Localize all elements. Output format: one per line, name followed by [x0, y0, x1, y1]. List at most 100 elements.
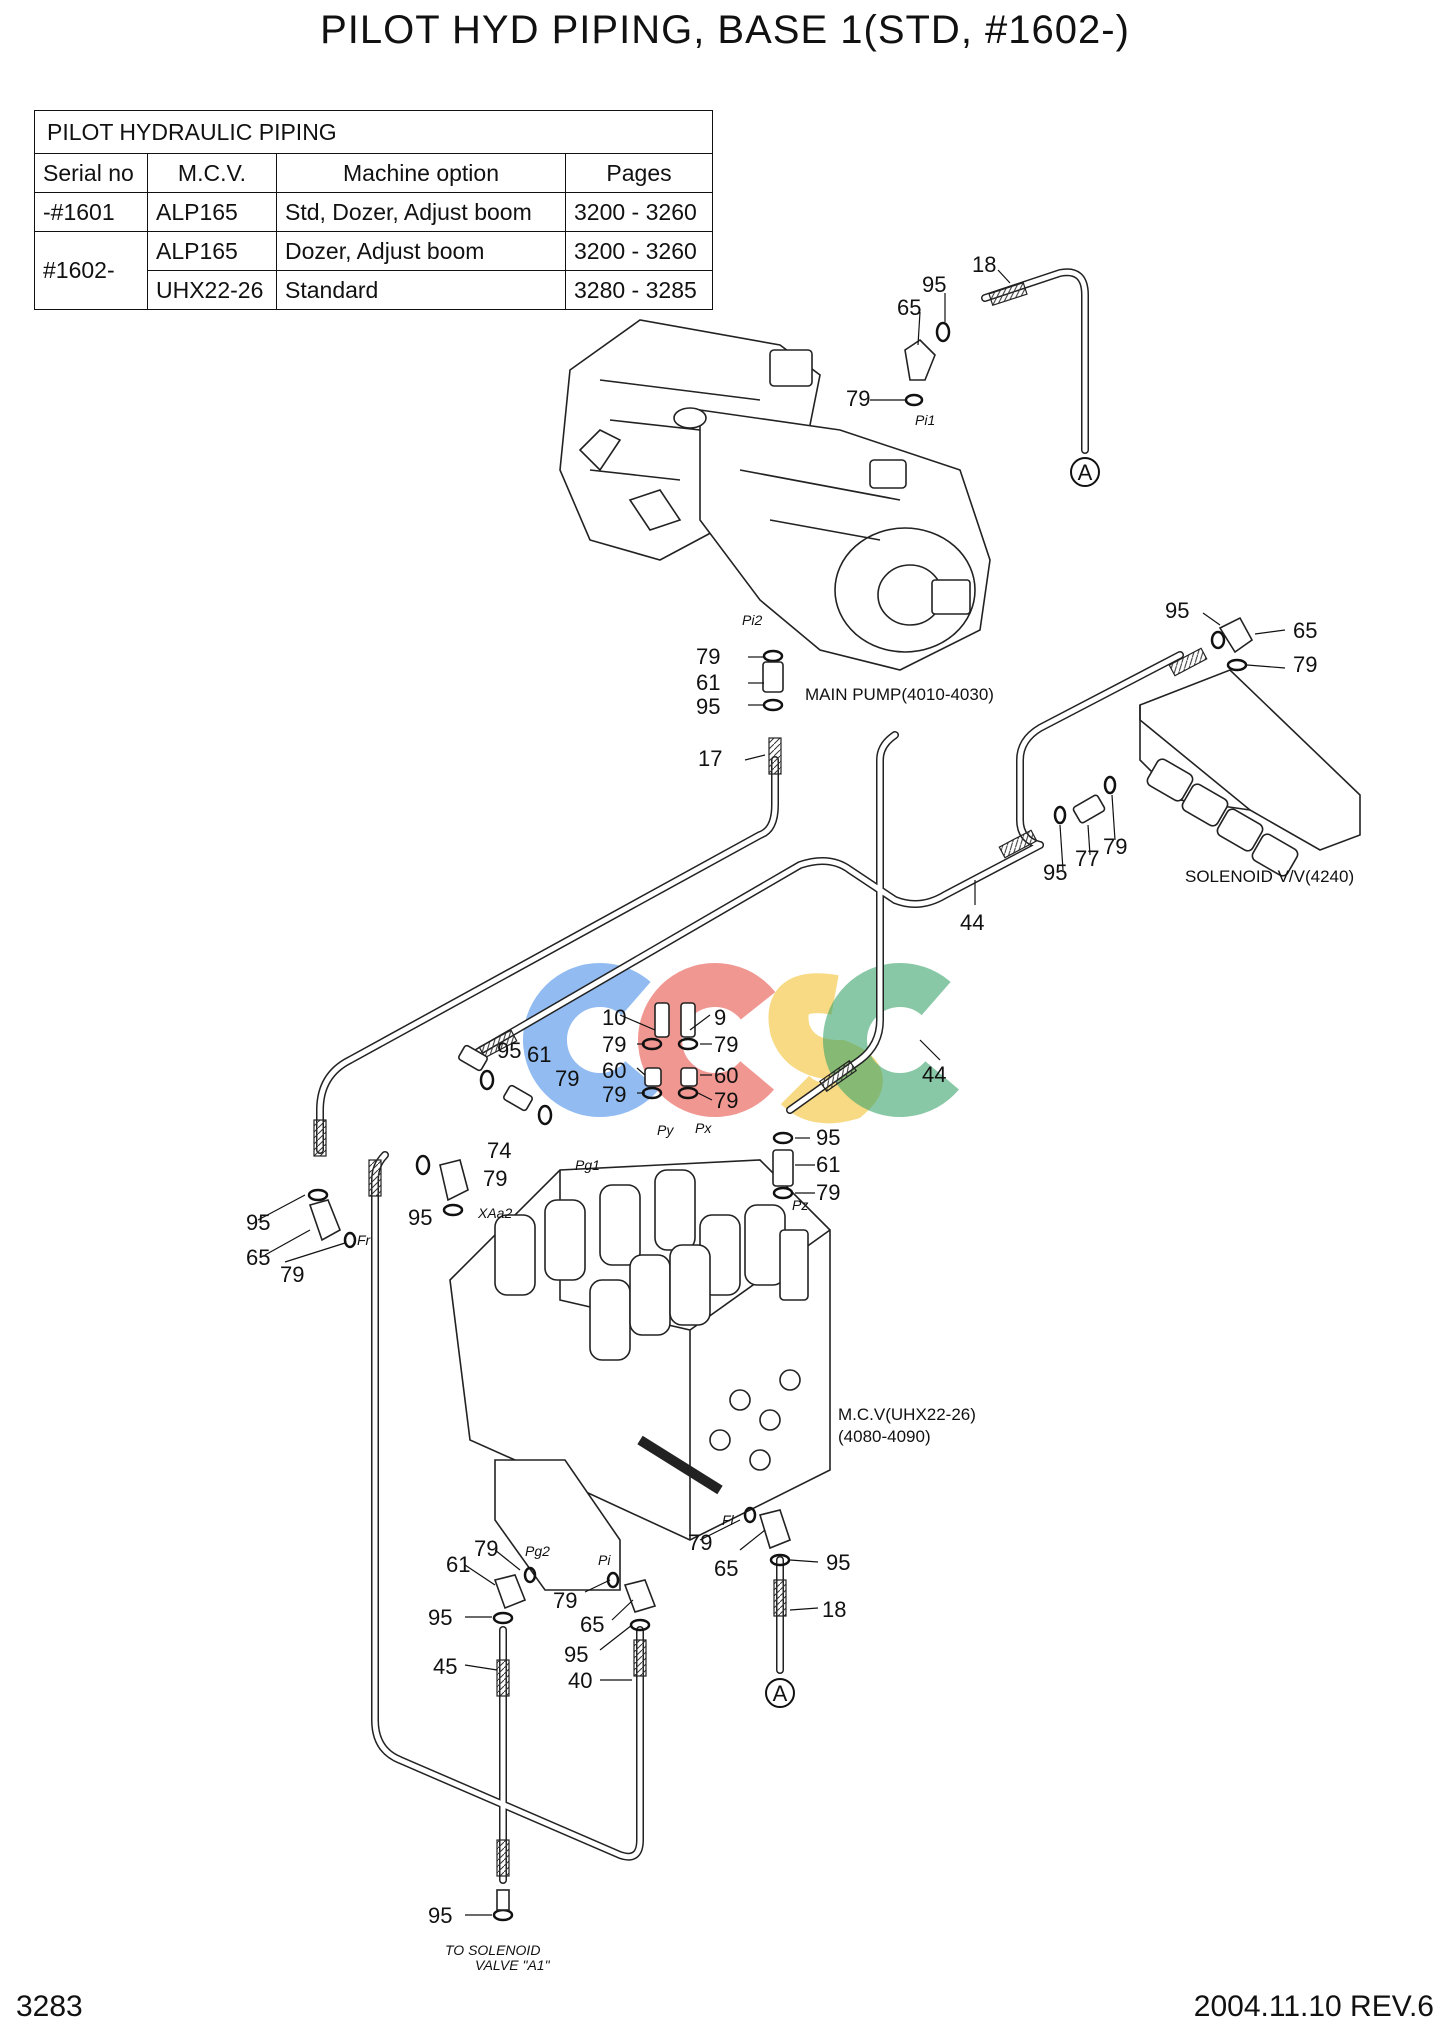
part-label: 95 [564, 1642, 588, 1667]
cell-mcv: ALP165 [147, 192, 277, 232]
part-label: 17 [698, 746, 722, 771]
part-label: 65 [897, 295, 921, 320]
part-label: 60 [714, 1063, 738, 1088]
part-label: 79 [555, 1066, 579, 1091]
page-number: 3283 [16, 1990, 83, 2023]
part-labels: 18 95 65 79 79 61 95 17 95 65 79 95 77 7… [246, 252, 1317, 1928]
part-label: 44 [922, 1062, 946, 1087]
to-solenoid-label: VALVE "A1" [475, 1957, 551, 1973]
port-py: Py [657, 1122, 674, 1138]
main-pump-label: MAIN PUMP(4010-4030) [805, 685, 994, 704]
part-label: 74 [487, 1138, 511, 1163]
header-option: Machine option [276, 153, 566, 193]
connector-marker-label: A [1078, 460, 1093, 485]
to-solenoid-label: TO SOLENOID [445, 1942, 540, 1958]
reference-table: PILOT HYDRAULIC PIPING Serial no M.C.V. … [34, 110, 713, 310]
adapters [308, 338, 1254, 1911]
cell-pages: 3280 - 3285 [565, 270, 713, 310]
hose-fittings [313, 281, 1208, 1877]
table-row: -#1601 ALP165 Std, Dozer, Adjust boom 32… [34, 192, 713, 232]
part-label: 79 [1293, 652, 1317, 677]
part-label: 95 [246, 1210, 270, 1235]
part-label: 79 [714, 1032, 738, 1057]
cell-serial: #1602- [34, 231, 148, 310]
part-label: 79 [474, 1536, 498, 1561]
part-label: 95 [428, 1605, 452, 1630]
port-px: Px [695, 1120, 712, 1136]
cell-pages: 3200 - 3260 [565, 231, 713, 271]
part-label: 10 [602, 1005, 626, 1030]
part-label: 45 [433, 1654, 457, 1679]
part-label: 79 [688, 1530, 712, 1555]
part-label: 61 [527, 1042, 551, 1067]
part-label: 61 [446, 1552, 470, 1577]
connector-marker-top: A [1070, 457, 1100, 487]
main-control-valve [449, 1159, 831, 1591]
solenoid-valve-label: SOLENOID V/V(4240) [1185, 867, 1354, 886]
connector-marker-bottom: A [765, 1678, 795, 1708]
part-label: 44 [960, 910, 984, 935]
part-label: 65 [246, 1245, 270, 1270]
main-pump [559, 319, 991, 671]
part-label: 79 [483, 1166, 507, 1191]
part-label: 61 [816, 1152, 840, 1177]
cell-pages: 3200 - 3260 [565, 192, 713, 232]
table-caption: PILOT HYDRAULIC PIPING [34, 110, 713, 154]
part-label: 95 [922, 272, 946, 297]
cell-mcv: UHX22-26 [147, 270, 277, 310]
cell-serial: -#1601 [34, 192, 148, 232]
part-label: 61 [696, 670, 720, 695]
part-label: 95 [696, 694, 720, 719]
port-fr: Fr [357, 1232, 372, 1248]
port-pi1: Pi1 [915, 412, 935, 428]
part-label: 95 [497, 1038, 521, 1063]
part-label: 18 [822, 1597, 846, 1622]
mcv-page-label: (4080-4090) [838, 1427, 931, 1446]
part-label: 95 [1043, 860, 1067, 885]
cell-option: Standard [276, 270, 566, 310]
part-label: 95 [408, 1205, 432, 1230]
mcv-label: M.C.V(UHX22-26) [838, 1405, 976, 1424]
port-pi2: Pi2 [742, 612, 762, 628]
watermark [523, 963, 977, 1124]
leader-lines [257, 269, 1286, 1916]
header-pages: Pages [565, 153, 713, 193]
part-label: 79 [602, 1032, 626, 1057]
port-xaa2: XAa2 [477, 1205, 512, 1221]
part-label: 95 [428, 1903, 452, 1928]
part-label: 79 [280, 1262, 304, 1287]
cell-option: Dozer, Adjust boom [276, 231, 566, 271]
revision-date: 2004.11.10 REV.6 [1193, 1990, 1434, 2023]
part-label: 79 [553, 1588, 577, 1613]
part-label: 65 [580, 1612, 604, 1637]
part-label: 9 [714, 1005, 726, 1030]
part-label: 60 [602, 1058, 626, 1083]
part-label: 40 [568, 1668, 592, 1693]
part-label: 95 [816, 1125, 840, 1150]
part-label: 95 [826, 1550, 850, 1575]
port-pz: Pz [792, 1197, 808, 1213]
part-label: 18 [972, 252, 996, 277]
table-header-row: Serial no M.C.V. Machine option Pages [34, 153, 713, 193]
table-row: UHX22-26 Standard 3280 - 3285 [35, 270, 713, 310]
part-label: 79 [714, 1088, 738, 1113]
part-label: 79 [816, 1180, 840, 1205]
part-label: 79 [696, 644, 720, 669]
cell-option: Std, Dozer, Adjust boom [276, 192, 566, 232]
port-pg2: Pg2 [525, 1543, 550, 1559]
port-pi: Pi [598, 1552, 611, 1568]
port-pg1: Pg1 [575, 1157, 600, 1173]
part-label: 77 [1075, 846, 1099, 871]
connector-marker-label: A [773, 1681, 788, 1706]
part-label: 65 [1293, 618, 1317, 643]
solenoid-valve [1139, 669, 1361, 877]
part-label: 79 [1103, 834, 1127, 859]
header-mcv: M.C.V. [147, 153, 277, 193]
part-label: 95 [1165, 598, 1189, 623]
part-label: 79 [602, 1082, 626, 1107]
page-title: PILOT HYD PIPING, BASE 1(STD, #1602-) [320, 8, 1130, 52]
port-fl: Fl [722, 1512, 735, 1528]
part-label: 79 [846, 386, 870, 411]
cell-mcv: ALP165 [147, 231, 277, 271]
